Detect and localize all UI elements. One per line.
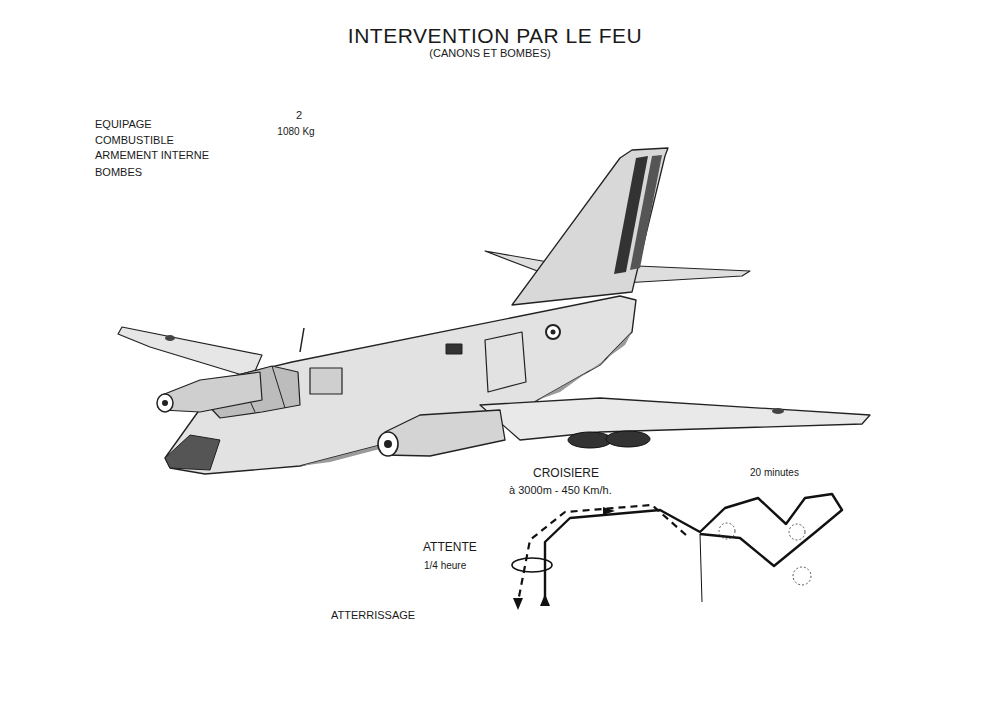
target: [789, 524, 805, 540]
label: ATTENTE: [423, 541, 477, 555]
label: ATTERRISSAGE: [331, 609, 415, 622]
drop-line: [700, 534, 702, 602]
engine-intake: [157, 394, 173, 412]
tail-fin: [512, 148, 668, 305]
label: 1080 Kg: [277, 126, 314, 138]
fuselage-roundel: [551, 330, 556, 335]
tail-stripe: [630, 155, 662, 270]
near-wing: [480, 398, 870, 440]
bomb: [568, 432, 612, 448]
far-wing: [118, 327, 262, 378]
title: INTERVENTION PAR LE FEU: [348, 24, 642, 48]
label: à 3000m - 450 Km/h.: [509, 484, 612, 497]
wing-roundel: [772, 408, 784, 414]
antenna: [300, 328, 304, 352]
profile-dashed: [518, 505, 686, 602]
engine-intake: [378, 432, 398, 456]
wing-roundel: [165, 335, 175, 341]
target: [793, 567, 811, 585]
arrow-down: [513, 598, 523, 610]
label: 2: [296, 109, 302, 122]
arrow-up: [540, 594, 550, 606]
label: 1/4 heure: [424, 560, 466, 572]
label: BOMBES: [95, 166, 142, 179]
fuselage-roundel: [546, 325, 560, 339]
label: EQUIPAGE: [95, 118, 152, 131]
window: [446, 344, 462, 354]
label: 20 minutes: [750, 467, 799, 479]
label: ARMEMENT INTERNE: [95, 149, 209, 162]
bomb: [606, 431, 650, 447]
nose-cone: [165, 435, 220, 470]
engine-hub: [384, 440, 392, 448]
engine-hub: [162, 400, 168, 406]
holding-loop: [512, 558, 552, 572]
target: [719, 523, 735, 539]
near-engine: [385, 410, 505, 456]
far-engine: [162, 372, 262, 412]
arrow-right: [603, 507, 615, 515]
label: (CANONS ET BOMBES): [429, 47, 550, 60]
label: COMBUSTIBLE: [95, 134, 174, 147]
window: [310, 368, 342, 394]
label: CROISIERE: [533, 467, 599, 481]
door: [485, 332, 526, 392]
